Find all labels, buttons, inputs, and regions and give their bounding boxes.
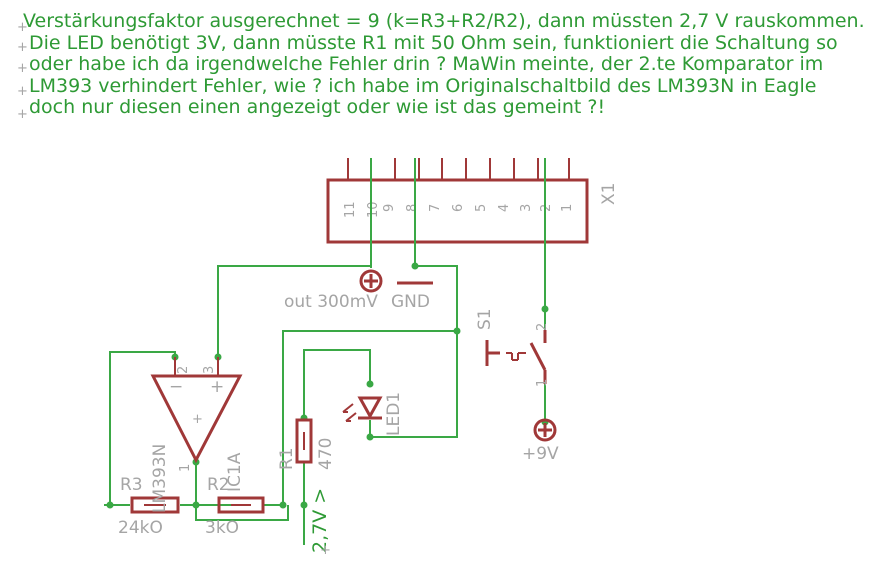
connector-pin-stubs [347,158,570,180]
origin-cross: + [320,543,331,558]
wires [104,158,546,545]
switch-label: S1 [475,308,495,330]
note-line-2: Die LED benötigt 3V, dann müsste R1 mit … [29,32,838,54]
connector-pin-11: 11 [343,201,358,218]
ic-pin-1: 1 [178,464,193,472]
ic-name-label: IC1A [225,452,245,492]
connector-pin-4: 4 [497,204,512,212]
r1-name: R1 [277,447,297,470]
resistor-r1 [295,418,313,464]
question-text: + Verstärkungsfaktor ausgerechnet = 9 (k… [17,10,865,122]
origin-cross: + [17,84,28,99]
supply-label: +9V [522,444,559,464]
r3-value: 24kO [118,518,163,538]
out-label: out 300mV [284,292,378,312]
connector-pin-8: 8 [405,204,420,212]
ic-pin-3: 3 [202,366,217,374]
resistor-r2 [217,496,265,514]
note-line-1: Verstärkungsfaktor ausgerechnet = 9 (k=R… [23,10,865,32]
connector-name: X1 [599,183,619,205]
connector-pin-6: 6 [451,204,466,212]
voltage-label: 2,7V > [309,488,331,553]
connector-pin-7: 7 [428,204,443,212]
connector-body [326,178,589,244]
r3-name: R3 [120,475,143,495]
output-terminal-icon [359,269,383,293]
ic-minus: − [169,377,183,397]
connector-pin-1: 1 [560,204,575,212]
r1-value: 470 [316,438,336,470]
connector-pin-3: 3 [519,204,534,212]
ic-center: + [192,412,203,427]
switch-s1 [485,330,547,384]
connector-pin-9: 9 [382,204,397,212]
ic-pin-2: 2 [176,366,191,374]
origin-cross: + [17,40,28,55]
origin-cross: + [17,107,28,122]
connector-pin-2: 2 [539,204,554,212]
ic-part-label: LM393N [150,444,170,513]
note-line-4: LM393 verhindert Fehler, wie ? ich habe … [29,75,816,97]
led-icon [342,396,383,422]
led-label: LED1 [384,392,404,436]
origin-cross: + [17,61,28,76]
connector-pin-5: 5 [474,204,489,212]
switch-pin-1-label: 1 [535,379,550,387]
comparator-ic1a [150,357,243,464]
resistor-r3 [130,496,180,514]
gnd-label: GND [391,292,430,312]
connector-pin-10: 10 [366,201,381,218]
junction-dots [106,262,549,509]
supply-terminal-icon [533,418,557,442]
r2-name: R2 [207,475,230,495]
note-line-5: doch nur diesen einen angezeigt oder wie… [29,96,605,118]
note-line-3: oder habe ich da irgendwelche Fehler dri… [29,53,823,75]
switch-pin-2-label: 2 [535,323,550,331]
r2-value: 3kO [205,518,239,538]
origin-cross: + [17,20,28,35]
ic-plus: + [210,377,224,397]
